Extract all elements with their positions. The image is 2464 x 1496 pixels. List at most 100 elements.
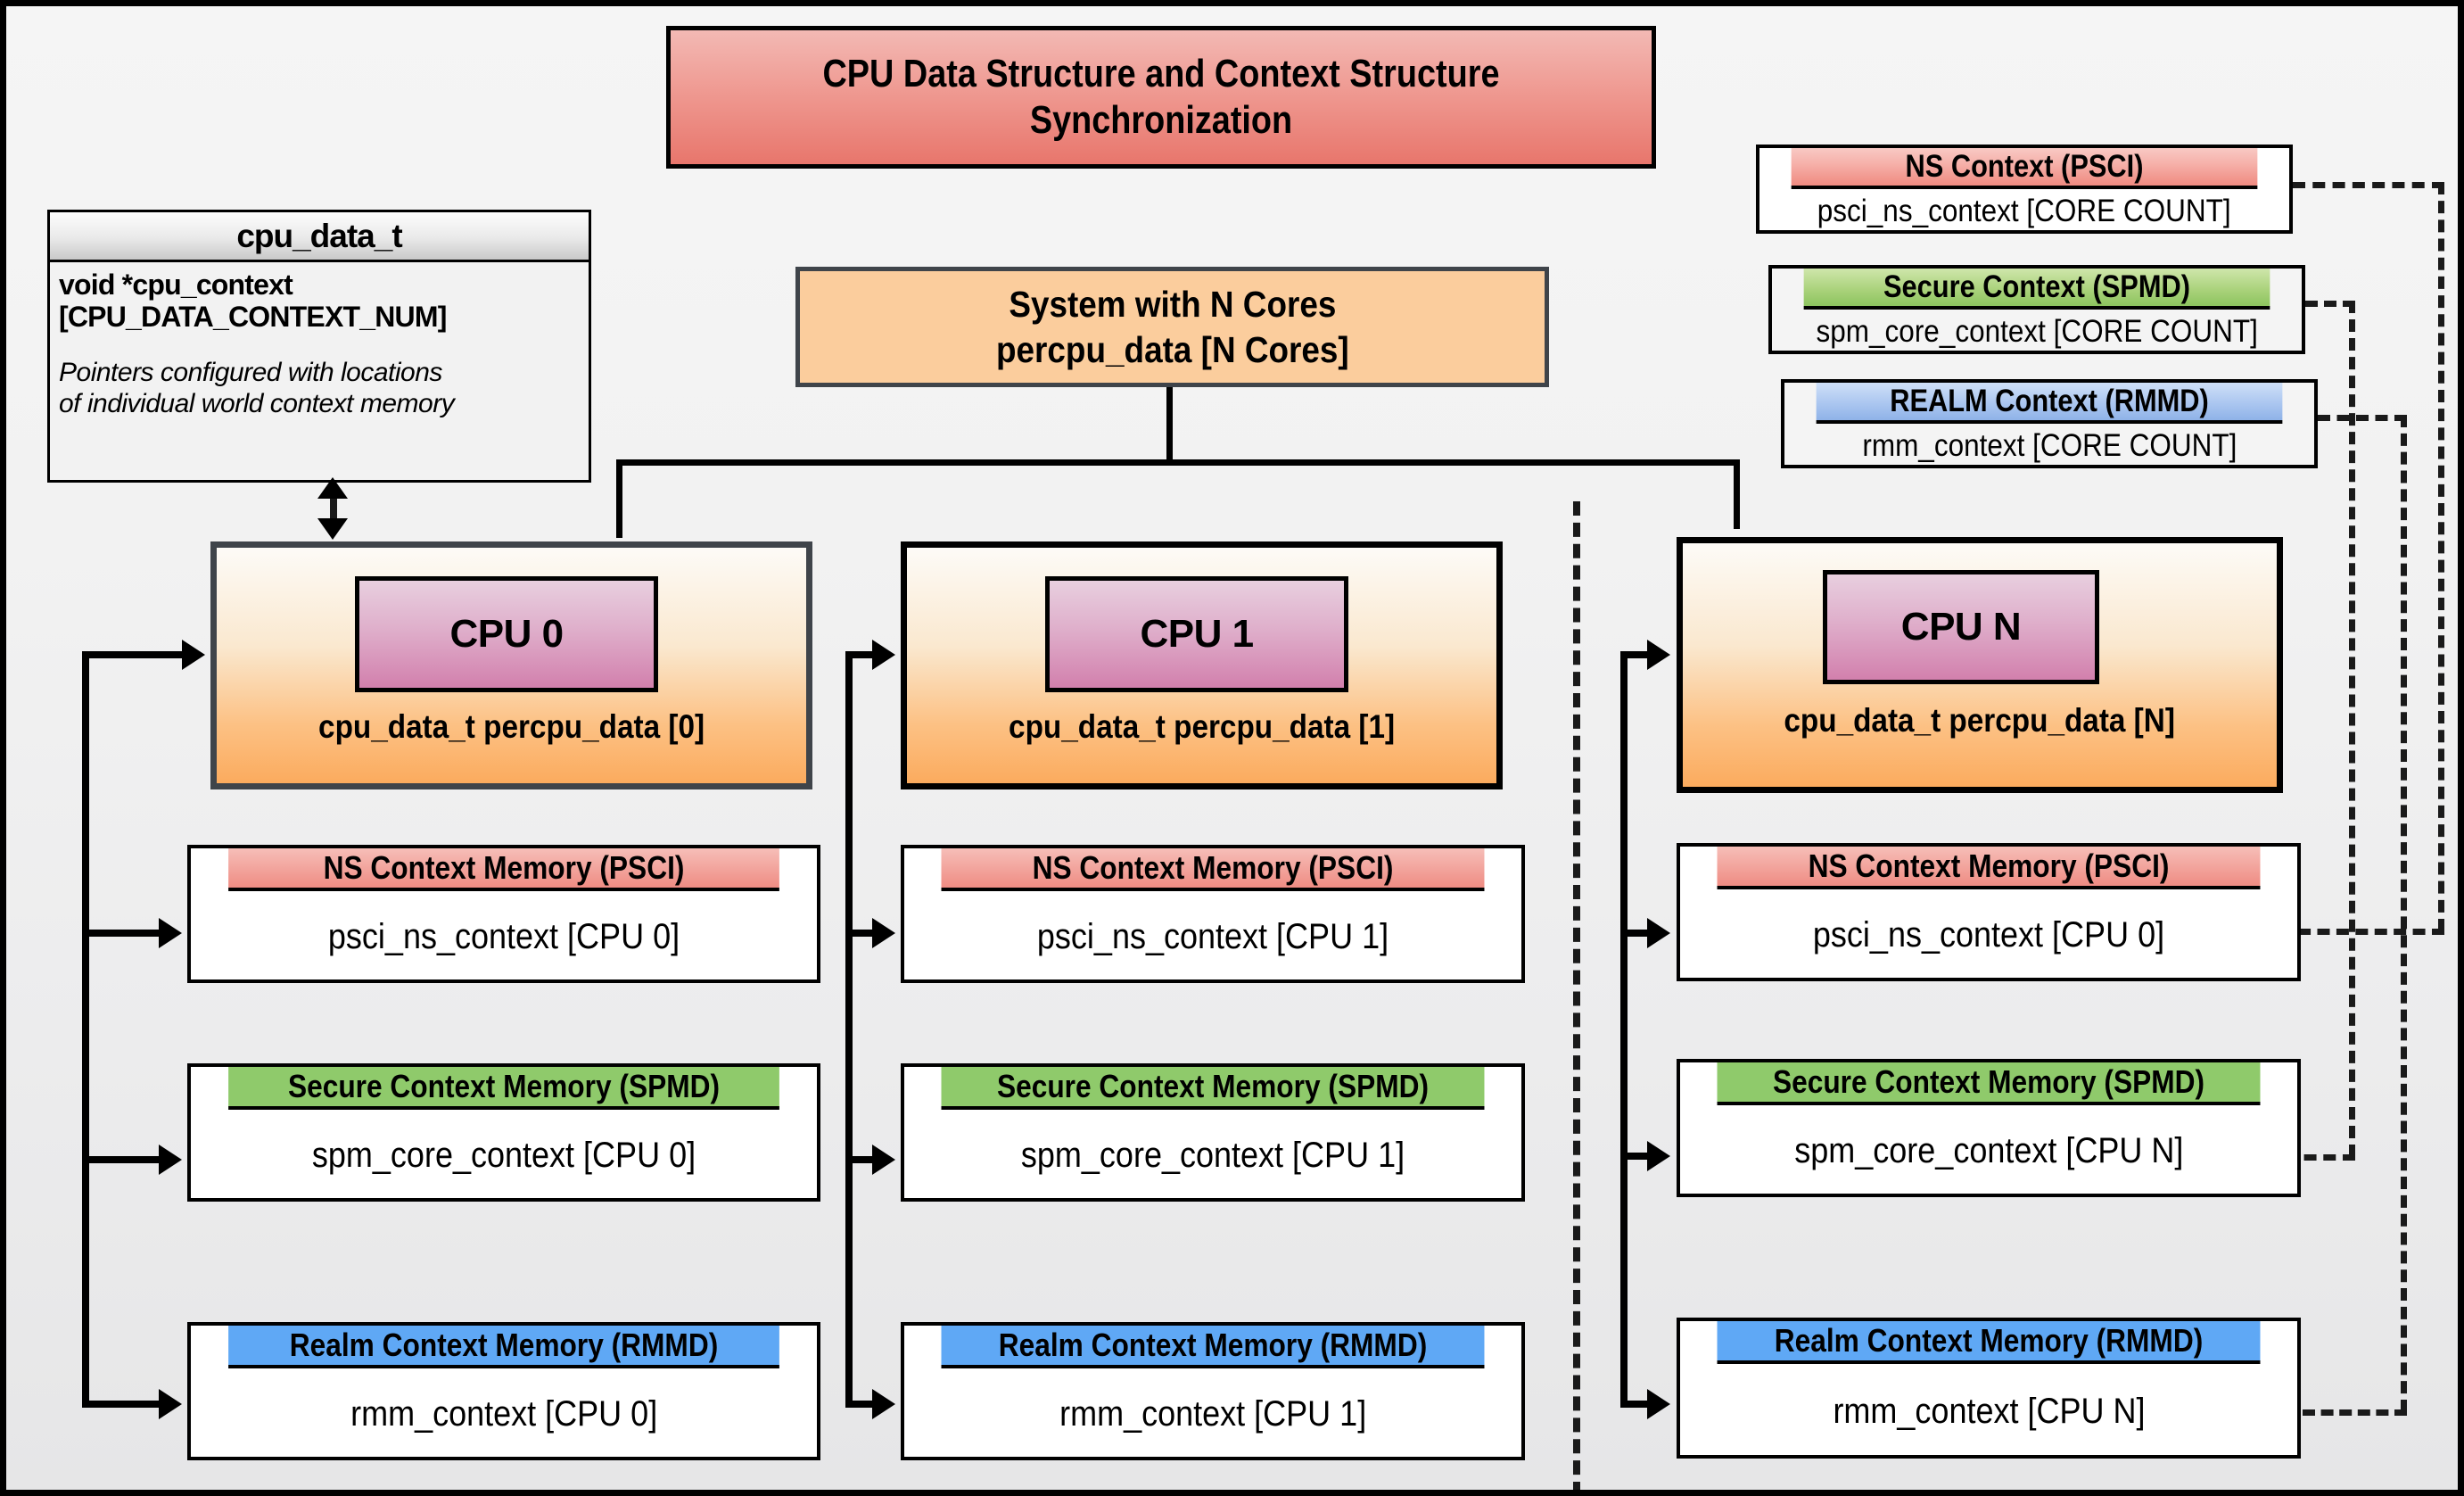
system-box: System with N Cores percpu_data [N Cores…: [795, 267, 1549, 387]
context-box-0-secure: Secure Context Memory (SPMD) spm_core_co…: [187, 1063, 820, 1202]
struct-field-line-2: [CPU_DATA_CONTEXT_NUM]: [59, 300, 447, 333]
cpu-chip-n-label: CPU N: [1900, 605, 2022, 649]
cpun-arrow-card: [1647, 640, 1670, 670]
bus-branch-cpun: [1734, 459, 1740, 529]
cpu1-branch-card: [845, 651, 872, 658]
global-context-realm-header-text: REALM Context (RMMD): [1890, 384, 2209, 418]
cpu-card-0-label: cpu_data_t percpu_data [0]: [317, 708, 705, 745]
context-box-n-secure: Secure Context Memory (SPMD) spm_core_co…: [1677, 1059, 2301, 1197]
context-box-0-ns-body: psci_ns_context [CPU 0]: [327, 917, 680, 956]
struct-body: void *cpu_context [CPU_DATA_CONTEXT_NUM]…: [50, 262, 589, 419]
dash-ns-vert: [2438, 182, 2444, 931]
global-context-ns: NS Context (PSCI) psci_ns_context [CORE …: [1756, 145, 2293, 234]
context-box-1-realm: Realm Context Memory (RMMD) rmm_context …: [901, 1322, 1525, 1460]
context-box-1-ns-body: psci_ns_context [CPU 1]: [1036, 917, 1389, 956]
context-box-n-realm-header: Realm Context Memory (RMMD): [1717, 1321, 2261, 1364]
struct-link-arrow-down: [317, 518, 348, 540]
context-box-n-realm-body: rmm_context [CPU N]: [1832, 1391, 2146, 1431]
global-context-realm-body-text: rmm_context [CORE COUNT]: [1861, 428, 2237, 463]
context-box-1-realm-body: rmm_context [CPU 1]: [1059, 1394, 1367, 1434]
dash-realm-vert: [2401, 415, 2407, 1412]
context-box-1-secure-body: spm_core_context [CPU 1]: [1020, 1136, 1405, 1175]
context-box-n-ns-header: NS Context Memory (PSCI): [1717, 847, 2261, 889]
context-box-1-secure-header: Secure Context Memory (SPMD): [941, 1067, 1485, 1110]
context-box-0-ns-header: NS Context Memory (PSCI): [228, 848, 779, 891]
cpu-card-1-label: cpu_data_t percpu_data [1]: [1008, 708, 1396, 745]
context-box-1-realm-header: Realm Context Memory (RMMD): [941, 1326, 1485, 1368]
global-context-realm-header: REALM Context (RMMD): [1816, 383, 2283, 424]
struct-note-line-1: Pointers configured with locations: [59, 357, 442, 387]
cpu-card-1: CPU 1 cpu_data_t percpu_data [1]: [901, 541, 1503, 789]
context-box-1-secure: Secure Context Memory (SPMD) spm_core_co…: [901, 1063, 1525, 1202]
context-box-n-secure-header: Secure Context Memory (SPMD): [1717, 1062, 2261, 1105]
cpu1-trunk-vertical: [845, 651, 853, 1408]
cpu-card-0: CPU 0 cpu_data_t percpu_data [0]: [210, 541, 812, 789]
global-context-secure-header-text: Secure Context (SPMD): [1883, 269, 2190, 304]
cpun-trunk-vertical: [1620, 651, 1628, 1408]
global-context-realm: REALM Context (RMMD) rmm_context [CORE C…: [1781, 379, 2318, 468]
context-box-n-secure-body: spm_core_context [CPU N]: [1793, 1131, 2184, 1170]
cpu-card-n-label: cpu_data_t percpu_data [N]: [1784, 702, 2176, 739]
global-context-ns-body-text: psci_ns_context [CORE COUNT]: [1817, 194, 2231, 228]
dash-realm-top: [2318, 415, 2407, 421]
cpu-chip-0: CPU 0: [355, 576, 658, 692]
struct-link-arrow-up: [317, 477, 348, 499]
cpu-card-n: CPU N cpu_data_t percpu_data [N]: [1677, 537, 2283, 793]
cpu1-branch-secure: [845, 1156, 872, 1163]
cpun-branch-ns: [1620, 930, 1647, 937]
cpun-branch-realm: [1620, 1401, 1647, 1408]
context-box-0-secure-header: Secure Context Memory (SPMD): [228, 1067, 779, 1110]
context-box-1-ns: NS Context Memory (PSCI) psci_ns_context…: [901, 845, 1525, 983]
context-box-0-realm-body: rmm_context [CPU 0]: [350, 1394, 658, 1434]
cpu1-arrow-card: [872, 640, 895, 670]
cpun-arrow-secure: [1647, 1141, 1670, 1171]
cpu1-arrow-secure: [872, 1145, 895, 1175]
global-context-secure-header: Secure Context (SPMD): [1803, 269, 2270, 310]
cpu-chip-0-label: CPU 0: [449, 612, 564, 656]
cpun-arrow-realm: [1647, 1389, 1670, 1419]
dash-secure-top: [2305, 301, 2355, 307]
context-box-0-realm-header: Realm Context Memory (RMMD): [228, 1326, 779, 1368]
cpu0-branch-realm: [82, 1401, 159, 1408]
cpu-chip-1-label: CPU 1: [1140, 612, 1254, 656]
cpu1-arrow-realm: [872, 1389, 895, 1419]
column-divider-dashed: [1573, 501, 1580, 1490]
cpu-chip-n: CPU N: [1823, 570, 2099, 684]
context-box-0-realm: Realm Context Memory (RMMD) rmm_context …: [187, 1322, 820, 1460]
context-box-0-secure-body: spm_core_context [CPU 0]: [311, 1136, 696, 1175]
struct-field-line-1: void *cpu_context: [59, 269, 293, 301]
global-context-secure: Secure Context (SPMD) spm_core_context […: [1768, 265, 2305, 354]
context-box-0-ns: NS Context Memory (PSCI) psci_ns_context…: [187, 845, 820, 983]
system-line-2: percpu_data [N Cores]: [995, 328, 1349, 370]
context-box-n-ns: NS Context Memory (PSCI) psci_ns_context…: [1677, 843, 2301, 981]
context-box-n-ns-body: psci_ns_context [CPU 0]: [1812, 915, 2165, 955]
cpu-chip-1: CPU 1: [1045, 576, 1348, 692]
dash-ns-bottom: [2203, 929, 2444, 935]
cpu0-arrow-ns: [159, 918, 182, 948]
system-drop-line: [1166, 387, 1173, 466]
cpu0-arrow-realm: [159, 1389, 182, 1419]
global-context-realm-body: rmm_context [CORE COUNT]: [1784, 424, 2314, 468]
global-context-ns-header: NS Context (PSCI): [1791, 148, 2258, 189]
context-box-1-ns-header: NS Context Memory (PSCI): [941, 848, 1485, 891]
cpu0-branch-ns: [82, 930, 159, 937]
struct-note-line-2: of individual world context memory: [59, 389, 455, 419]
cpu0-trunk-vertical: [82, 651, 89, 1408]
cpun-branch-secure: [1620, 1153, 1647, 1160]
system-box-text: System with N Cores percpu_data [N Cores…: [996, 282, 1349, 371]
struct-link-dashes: [330, 499, 337, 518]
struct-name-label: cpu_data_t: [50, 212, 589, 262]
global-context-secure-body-text: spm_core_context [CORE COUNT]: [1816, 314, 2258, 349]
cpun-branch-card: [1620, 651, 1647, 658]
cpu1-branch-ns: [845, 930, 872, 937]
cpu0-branch-card: [82, 651, 182, 658]
global-context-ns-header-text: NS Context (PSCI): [1905, 149, 2144, 184]
cpun-arrow-ns: [1647, 918, 1670, 948]
dash-realm-bottom: [2211, 1409, 2407, 1416]
cpu-data-struct-box: cpu_data_t void *cpu_context [CPU_DATA_C…: [47, 210, 591, 483]
diagram-title: CPU Data Structure and Context Structure…: [666, 26, 1656, 169]
bus-branch-cpu0: [616, 459, 622, 538]
diagram-title-text: CPU Data Structure and Context Structure…: [822, 52, 1500, 142]
cpu0-branch-secure: [82, 1156, 159, 1163]
